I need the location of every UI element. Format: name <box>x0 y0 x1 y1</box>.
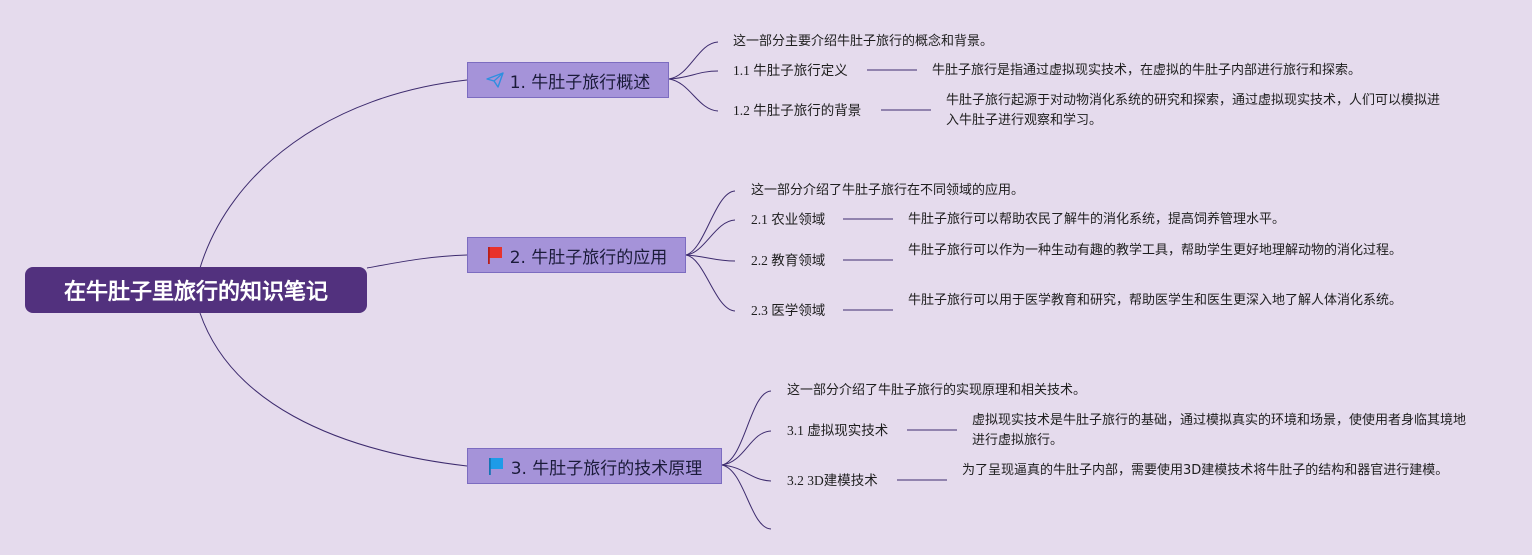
item-1-1-label[interactable]: 1.1 牛肚子旅行定义 <box>733 63 848 78</box>
branch-3-title: 3. 牛肚子旅行的技术原理 <box>510 458 703 479</box>
branch-3-extra-line <box>721 464 772 530</box>
branch-2-item-3-line <box>685 254 736 312</box>
paper-plane-icon <box>485 72 504 88</box>
item-1-2-label[interactable]: 1.2 牛肚子旅行的背景 <box>733 103 862 118</box>
branch-1-title: 1. 牛肚子旅行概述 <box>509 72 651 93</box>
branch-1-item-2-line <box>668 78 719 112</box>
branch-1[interactable]: 1. 牛肚子旅行概述 <box>467 62 669 98</box>
blue-flag-icon <box>487 456 505 476</box>
red-flag-icon <box>486 245 504 265</box>
branch-3[interactable]: 3. 牛肚子旅行的技术原理 <box>467 448 722 484</box>
item-3-2-desc[interactable]: 为了呈现逼真的牛肚子内部，需要使用3D建模技术将牛肚子的结构和器官进行建模。 <box>962 463 1449 478</box>
branch-2-item-2-line <box>685 254 736 262</box>
branch-2[interactable]: 2. 牛肚子旅行的应用 <box>467 237 686 273</box>
item-3-1-desc[interactable]: 虚拟现实技术是牛肚子旅行的基础，通过模拟真实的环境和场景，使使用者身临其境地进行… <box>972 413 1467 448</box>
branch-3-item-1-line <box>721 430 772 466</box>
branch-3-intro[interactable]: 这一部分介绍了牛肚子旅行的实现原理和相关技术。 <box>787 383 1087 398</box>
root-to-branch-1-line <box>199 79 468 269</box>
item-2-3-label[interactable]: 2.3 医学领域 <box>751 303 826 318</box>
branch-2-intro-line <box>685 190 736 256</box>
item-1-1-desc[interactable]: 牛肚子旅行是指通过虚拟现实技术，在虚拟的牛肚子内部进行旅行和探索。 <box>932 63 1362 78</box>
branch-1-item-1-line <box>668 70 719 80</box>
branch-1-intro[interactable]: 这一部分主要介绍牛肚子旅行的概念和背景。 <box>733 34 994 49</box>
item-2-2-label[interactable]: 2.2 教育领域 <box>751 253 826 268</box>
item-1-2-desc[interactable]: 牛肚子旅行起源于对动物消化系统的研究和探索，通过虚拟现实技术，人们可以模拟进入牛… <box>946 93 1441 128</box>
branch-2-intro[interactable]: 这一部分介绍了牛肚子旅行在不同领域的应用。 <box>751 183 1025 198</box>
item-2-3-desc[interactable]: 牛肚子旅行可以用于医学教育和研究，帮助医学生和医生更深入地了解人体消化系统。 <box>908 293 1403 308</box>
branch-1-intro-line <box>668 41 719 80</box>
branch-2-item-1-line <box>685 219 736 256</box>
item-2-2-desc[interactable]: 牛肚子旅行可以作为一种生动有趣的教学工具，帮助学生更好地理解动物的消化过程。 <box>908 243 1403 258</box>
item-2-1-desc[interactable]: 牛肚子旅行可以帮助农民了解牛的消化系统，提高饲养管理水平。 <box>908 212 1286 227</box>
root-to-branch-2-line <box>366 254 468 269</box>
root-to-branch-3-line <box>199 312 468 467</box>
item-2-1-label[interactable]: 2.1 农业领域 <box>751 212 826 227</box>
item-3-2-label[interactable]: 3.2 3D建模技术 <box>787 473 878 488</box>
root-topic[interactable]: 在牛肚子里旅行的知识笔记 <box>25 267 367 313</box>
branch-3-item-2-line <box>721 464 772 482</box>
branch-3-intro-line <box>721 390 772 466</box>
root-title: 在牛肚子里旅行的知识笔记 <box>63 280 328 305</box>
branch-2-title: 2. 牛肚子旅行的应用 <box>509 247 668 268</box>
item-3-1-label[interactable]: 3.1 虚拟现实技术 <box>787 423 889 438</box>
